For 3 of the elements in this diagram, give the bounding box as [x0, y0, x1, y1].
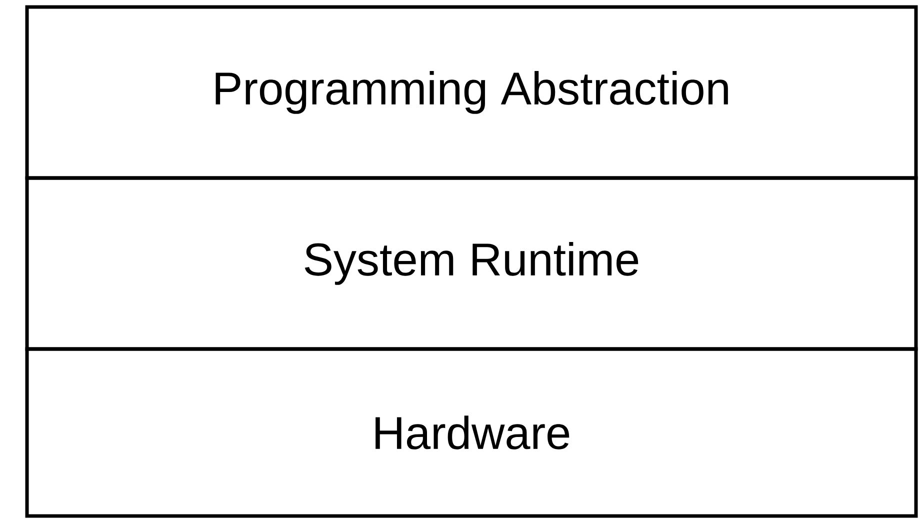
layer-box: System Runtime	[25, 176, 918, 351]
layer-box: Programming Abstraction	[25, 5, 918, 180]
layer-box: Hardware	[25, 347, 918, 518]
